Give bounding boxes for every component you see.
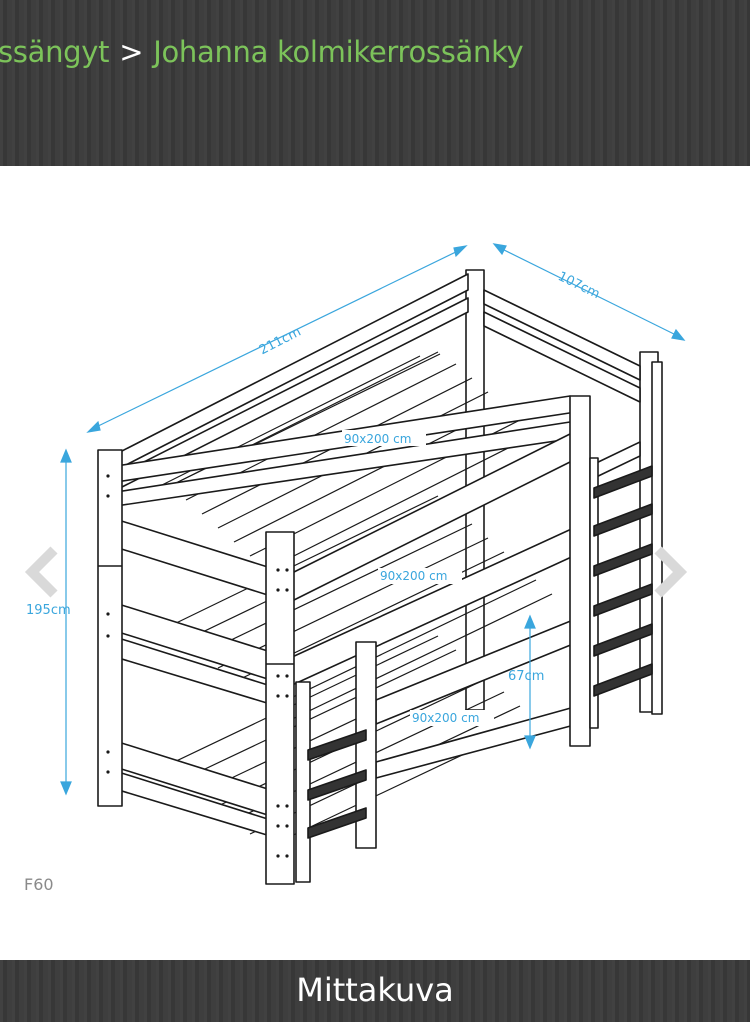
chevron-right-icon[interactable] <box>650 544 690 600</box>
height-dimension-label: 195cm <box>26 603 71 618</box>
image-viewer: 211cm 107cm 195cm 67cm 90x200 cm 90x200 … <box>0 166 750 960</box>
breadcrumb-parent-link[interactable]: ssängyt <box>0 35 110 69</box>
mattress-label-bottom: 90x200 cm <box>412 711 479 725</box>
header-bar: ssängyt > Johanna kolmikerrossänky <box>0 0 750 166</box>
breadcrumb: ssängyt > Johanna kolmikerrossänky <box>0 30 524 74</box>
length-dimension-label: 211cm <box>257 325 304 359</box>
bed-dimension-drawing: 211cm 107cm 195cm 67cm 90x200 cm 90x200 … <box>24 243 686 894</box>
drawing-code: F60 <box>24 875 54 894</box>
mattress-label-top: 90x200 cm <box>344 432 411 446</box>
width-dimension-label: 107cm <box>555 269 602 302</box>
breadcrumb-current-link[interactable]: Johanna kolmikerrossänky <box>153 35 524 69</box>
level-gap-dimension-label: 67cm <box>508 669 544 684</box>
side-ladder <box>589 361 663 729</box>
breadcrumb-separator: > <box>119 35 144 69</box>
mattress-labels: 90x200 cm 90x200 cm 90x200 cm <box>342 430 494 726</box>
image-caption: Mittakuva <box>296 971 454 1009</box>
mattress-label-middle: 90x200 cm <box>380 569 447 583</box>
dimension-lines <box>60 243 686 796</box>
caption-bar: Mittakuva <box>0 960 750 1022</box>
chevron-left-icon[interactable] <box>22 544 62 600</box>
front-ladder <box>295 641 377 883</box>
